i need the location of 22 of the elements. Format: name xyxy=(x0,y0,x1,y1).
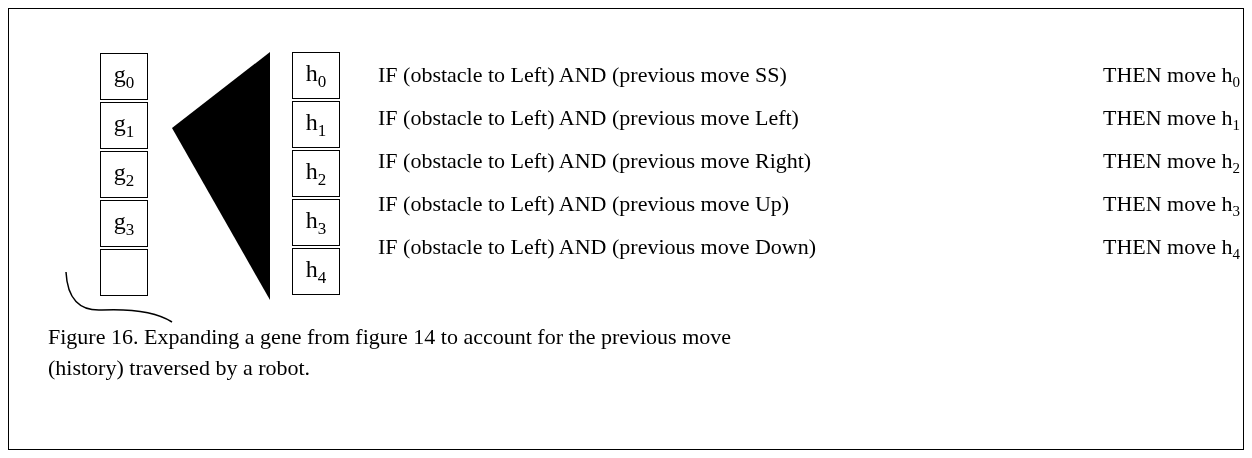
expansion-wedge xyxy=(172,52,270,300)
rule-action: THEN move h$_{1}$ xyxy=(1102,106,1240,134)
rule-condition: IF (obstacle to Left) AND (previous move Left) xyxy=(378,106,799,131)
history-cell: h$_{3}$ xyxy=(292,199,340,246)
rule-action: THEN move h$_{2}$ xyxy=(1102,149,1240,177)
history-cell: h$_{4}$ xyxy=(292,248,340,295)
history-cell: h$_{2}$ xyxy=(292,150,340,197)
history-cell: h$_{0}$ xyxy=(292,52,340,99)
rule-condition: IF (obstacle to Left) AND (previous move Right) xyxy=(378,149,812,174)
rule-action: THEN move h$_{0}$ xyxy=(1102,63,1240,91)
figure-caption: Figure 16. Expanding a gene from figure 14 to account for the previous move (history) traversed by a robot. xyxy=(48,323,733,382)
rule-action: THEN move h$_{3}$ xyxy=(1102,192,1240,220)
gene-cell: g$_{3}$ xyxy=(100,200,148,247)
rule-condition: IF (obstacle to Left) AND (previous move SS) xyxy=(378,63,787,88)
gene-cell xyxy=(100,249,148,296)
rule-condition: IF (obstacle to Left) AND (previous move Up) xyxy=(378,192,790,217)
rule-condition: IF (obstacle to Left) AND (previous move Down) xyxy=(378,235,817,260)
gene-cell: g$_{1}$ xyxy=(100,102,148,149)
gene-cell: g$_{0}$ xyxy=(100,53,148,100)
gene-cell: g$_{2}$ xyxy=(100,151,148,198)
history-cell: h$_{1}$ xyxy=(292,101,340,148)
rule-action: THEN move h$_{4}$ xyxy=(1102,235,1240,263)
